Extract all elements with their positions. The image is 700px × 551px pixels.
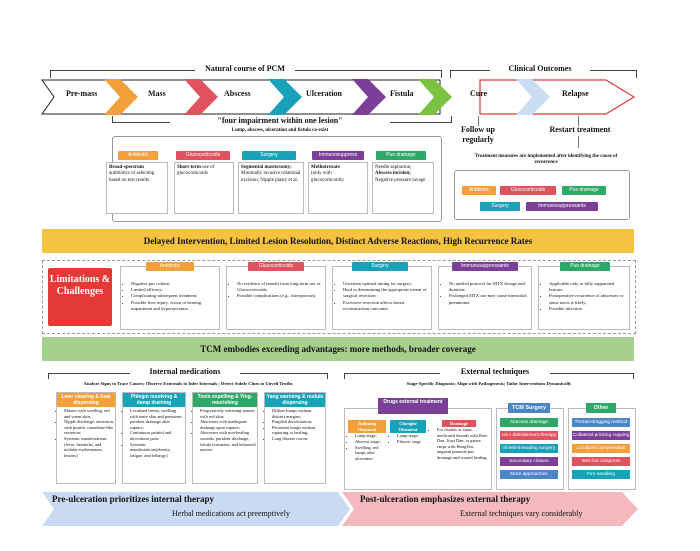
drug-chonghe-card: Chonghe Ointment Lump stage;Fibrotic sta…	[390, 420, 426, 484]
treatment-surgery-card: Segmental mastectomy;Minimally invasive …	[238, 162, 304, 214]
restart-treatment-text: Restart treatment	[549, 125, 611, 134]
limitation-surgery-label: Surgery	[352, 262, 408, 271]
treatment-immunosuppress-label: Immunosuppress	[312, 151, 364, 160]
external-techniques-title: External techniques	[440, 367, 550, 376]
limitation-antibiotic-label: Antibiotic	[146, 262, 194, 271]
tcm-surgery-label: TCM Surgery	[508, 403, 550, 413]
limitations-container	[42, 260, 636, 334]
coexist-subtitle: Lump, abscess, ulceration and fistula co…	[231, 128, 329, 133]
banner-tcm-advantages: TCM embodies exceeding advantages: more …	[42, 337, 634, 361]
med-toxin-expelling-label: Toxin expelling & Ying-nourishing	[193, 393, 257, 407]
stage-ulceration: Ulceration	[306, 89, 342, 98]
treatment-pus-drainage-label: Pus drainage	[376, 151, 426, 160]
treatment-surgery-label: Surgery	[242, 151, 296, 160]
banner-delayed-intervention: Delayed Intervention, Limited Lesion Res…	[42, 229, 634, 253]
internal-medications-title: Internal medications	[130, 367, 240, 376]
tcm-surgery-item: More approaches	[500, 470, 558, 479]
drug-drainage-label: Drainage	[442, 420, 476, 427]
chevron-mass-icon	[104, 79, 138, 115]
other-technique-item: Wet hot compress	[572, 457, 630, 466]
limitation-glucocorticoids-card: No evidence of benefit from long-term us…	[226, 266, 326, 330]
treatment-antibiotic-label: Antibiotic	[118, 151, 158, 160]
tcm-surgery-item: Secondary closure	[500, 457, 558, 466]
other-technique-item: Thread-dragging method	[572, 418, 630, 427]
post-ulceration-banner	[342, 492, 638, 526]
external-techniques-subtitle: Stage-Specific Diagnosis; Align with Pat…	[406, 381, 572, 386]
course-arrow-body	[41, 79, 441, 115]
pre-ulceration-title: Pre-ulceration prioritizes internal ther…	[52, 494, 215, 504]
treatment-glucocorticoids-label: Glucocorticoids	[176, 151, 230, 160]
limitation-pus-drainage-label: Pus drainage	[560, 262, 610, 271]
four-impairment-title: "four impairment within one lesion"	[170, 116, 390, 125]
med-liver-clearing-card: Liver clearing & heat dispersing Masses …	[56, 392, 116, 484]
tcm-surgery-item: Abscess drainage	[500, 418, 558, 427]
limitations-title: Limitations & Challenges	[48, 268, 112, 326]
post-ulceration-title: Post-ulceration emphasizes external ther…	[360, 494, 531, 504]
stage-fistula: Fistula	[390, 89, 414, 98]
other-technique-item: Collateral-pricking cupping	[572, 431, 630, 440]
limitation-immunosuppressants-card: No unified protocol for MTX dosage and d…	[438, 266, 532, 330]
chevron-ulceration-icon	[268, 79, 302, 115]
treatment-immunosuppress-card: Methotrexate(only with glucocorticoids)	[308, 162, 368, 214]
drug-drainage-card: Drainage For fistulas or sinus, medicate…	[430, 420, 488, 484]
internal-medications-subtitle: Analyze Signs to Trace Causes; Observe E…	[83, 381, 293, 386]
treatment-glucocorticoids-card: Short-term use of glucocorticoids	[174, 162, 234, 214]
outcome-relapse: Relapse	[562, 89, 589, 98]
treatment-note: Treatment measures are implemented after…	[474, 154, 618, 165]
pre-ulceration-banner	[42, 492, 350, 526]
outcome-cure: Cure	[470, 89, 488, 98]
follow-up-text: Follow up regularly	[460, 125, 495, 144]
relapse-immunosuppressants: Immunosuppressants	[526, 202, 598, 211]
treatment-pus-drainage-card: Needle aspiration;Abscess incision;Negat…	[372, 162, 434, 214]
limitation-pus-drainage-card: Applicable only to fully suppurated lesi…	[538, 266, 630, 330]
relapse-surgery: Surgery	[480, 202, 520, 211]
drug-chonghe-label: Chonghe Ointment	[390, 420, 426, 433]
stage-arrow-diagram	[41, 79, 636, 115]
drug-jinhuang-label: Jinhuang Ointment	[348, 420, 386, 433]
post-ulceration-subtitle: External techniques vary considerably	[460, 509, 583, 518]
outcome-arrow-body	[479, 79, 636, 115]
relapse-antibiotic: Antibiotic	[462, 186, 496, 195]
chevron-relapse-icon	[516, 79, 550, 115]
chevron-fistula-icon	[352, 79, 386, 115]
chevron-abscess-icon	[184, 79, 218, 115]
chevron-cure-icon	[418, 79, 452, 115]
med-phlegm-resolving-card: Phlegm resolving & damp draining Localiz…	[122, 392, 186, 484]
med-yang-warming-card: Yang warming & nodule dispersing Diffuse…	[264, 392, 326, 484]
relapse-treatments-box	[454, 170, 630, 220]
med-yang-warming-label: Yang warming & nodule dispersing	[265, 393, 325, 407]
pre-ulceration-subtitle: Herbal medications act preemptively	[172, 509, 290, 518]
bottom-arrow-banners	[42, 492, 638, 526]
drugs-external-label: Drugs external treatment	[378, 398, 448, 414]
tcm-surgery-item: Shield-threading surgery	[500, 444, 558, 453]
other-technique-item: Fire needling	[572, 470, 630, 479]
stage-abscess: Abscess	[224, 89, 251, 98]
med-liver-clearing-label: Liver clearing & heat dispersing	[57, 393, 115, 407]
relapse-pus-drainage: Pus drainage	[562, 186, 606, 195]
tcm-surgery-item: Lie-I debridement therapy	[500, 431, 558, 440]
limitation-glucocorticoids-label: Glucocorticoids	[248, 262, 304, 271]
limitation-antibiotic-card: Negative pus culture;Limited efficacy;Co…	[120, 266, 220, 330]
limitation-immunosuppressants-label: Immunosuppressants	[452, 262, 518, 271]
other-techniques-label: Other	[586, 403, 616, 413]
relapse-glucocorticoids: Glucocorticoids	[500, 186, 556, 195]
stage-mass: Mass	[148, 89, 166, 98]
drug-jinhuang-card: Jinhuang Ointment Lump stage;Abscess sta…	[348, 420, 386, 484]
med-phlegm-resolving-label: Phlegm resolving & damp draining	[123, 393, 185, 407]
med-toxin-expelling-card: Toxin expelling & Ying-nourishing Progre…	[192, 392, 258, 484]
other-technique-item: Localized compression	[572, 444, 630, 453]
natural-course-title: Natural course of PCM	[195, 64, 295, 73]
stage-pre-mass: Pre-mass	[66, 89, 98, 98]
limitation-surgery-card: Uncertain optimal timing for surgery;Har…	[332, 266, 432, 330]
clinical-outcomes-title: Clinical Outcomes	[490, 64, 590, 73]
